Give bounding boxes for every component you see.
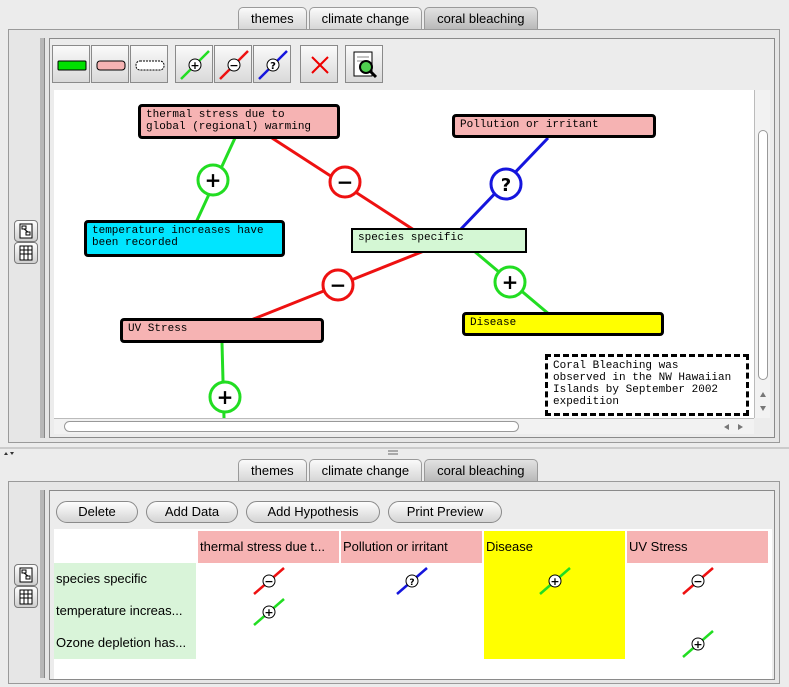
svg-text:+: + <box>264 606 273 619</box>
splitter-handle[interactable] <box>40 490 45 678</box>
diagram-view-button[interactable] <box>14 564 38 586</box>
svg-text:?: ? <box>501 175 511 196</box>
svg-text:−: − <box>337 170 354 194</box>
negative-link-cell-icon[interactable]: − <box>252 566 286 596</box>
positive-link-marker[interactable]: + <box>208 380 242 414</box>
unknown-link-button[interactable]: ? <box>253 45 291 83</box>
white-bar-icon <box>135 60 165 71</box>
positive-link-cell-icon[interactable]: + <box>538 566 572 596</box>
negative-link-cell-icon[interactable]: − <box>681 566 715 596</box>
inspect-button[interactable] <box>345 45 383 83</box>
table-view-icon <box>19 245 33 261</box>
minus-link-icon: − <box>219 50 249 80</box>
negative-link-button[interactable]: − <box>214 45 252 83</box>
pink-bar-icon <box>96 60 126 71</box>
diagram-view-icon <box>19 567 33 583</box>
positive-link-marker[interactable]: + <box>493 265 527 299</box>
table-pane: themes climate change coral bleaching De… <box>0 450 789 687</box>
negative-link-marker[interactable]: − <box>328 165 362 199</box>
diagram-view-icon <box>19 223 33 239</box>
table-view-icon <box>19 589 33 605</box>
question-link-icon: ? <box>258 50 288 80</box>
column-header[interactable]: thermal stress due t... <box>198 531 339 563</box>
tab-climate-change[interactable]: climate change <box>308 459 423 481</box>
delete-button[interactable] <box>300 45 338 83</box>
print-preview-button[interactable]: Print Preview <box>388 501 502 523</box>
bottom-tab-bar: themes climate change coral bleaching <box>238 459 540 481</box>
column-header[interactable]: Pollution or irritant <box>341 531 482 563</box>
diagram-canvas[interactable]: + − ? − + + thermal st <box>54 90 754 418</box>
svg-text:+: + <box>502 270 519 294</box>
splitter-handle[interactable] <box>40 38 45 438</box>
node-pollution[interactable]: Pollution or irritant <box>452 114 656 138</box>
svg-text:?: ? <box>409 578 414 588</box>
pane-divider[interactable] <box>0 446 789 458</box>
node-thermal-stress[interactable]: thermal stress due to global (regional) … <box>138 104 340 139</box>
annotation-note[interactable]: Coral Bleaching was observed in the NW H… <box>545 354 749 416</box>
vertical-scrollbar[interactable] <box>754 90 770 418</box>
table-view-button[interactable] <box>14 242 38 264</box>
table-view-button[interactable] <box>14 586 38 608</box>
node-species-specific[interactable]: species specific <box>351 228 527 253</box>
add-hypothesis-button[interactable]: Add Hypothesis <box>246 501 380 523</box>
splitter-grip-icon <box>0 447 789 455</box>
node-uv-stress[interactable]: UV Stress <box>120 318 324 343</box>
pink-link-type-button[interactable] <box>91 45 129 83</box>
diagram-panel: + − ? + − <box>49 38 775 438</box>
positive-link-cell-icon[interactable]: + <box>681 629 715 659</box>
plain-link-type-button[interactable] <box>130 45 168 83</box>
svg-text:−: − <box>229 59 238 72</box>
green-link-type-button[interactable] <box>52 45 90 83</box>
table-frame: Delete Add Data Add Hypothesis Print Pre… <box>8 481 780 684</box>
svg-text:+: + <box>693 638 702 651</box>
table-panel: Delete Add Data Add Hypothesis Print Pre… <box>49 490 775 680</box>
vertical-scroll-thumb[interactable] <box>758 130 768 380</box>
positive-link-cell-icon[interactable]: + <box>252 597 286 627</box>
row-header[interactable]: temperature increas... <box>54 595 196 627</box>
delete-button[interactable]: Delete <box>56 501 138 523</box>
positive-link-button[interactable]: + <box>175 45 213 83</box>
magnifier-document-icon <box>353 51 378 79</box>
svg-text:?: ? <box>270 61 276 72</box>
diagram-view-button[interactable] <box>14 220 38 242</box>
plus-link-icon: + <box>180 50 210 80</box>
link-layer: + − ? − + + <box>191 136 551 418</box>
scroll-arrows-icon[interactable] <box>720 419 750 435</box>
horizontal-scroll-thumb[interactable] <box>64 421 519 432</box>
red-x-icon <box>311 56 329 74</box>
relationship-table: thermal stress due t... Pollution or irr… <box>54 529 772 679</box>
tab-themes[interactable]: themes <box>238 459 307 481</box>
node-disease[interactable]: Disease <box>462 312 664 336</box>
scroll-arrows-icon[interactable] <box>755 388 771 416</box>
row-header[interactable]: Ozone depletion has... <box>54 627 196 659</box>
positive-link-marker[interactable]: + <box>196 163 230 197</box>
svg-text:+: + <box>217 385 234 409</box>
row-header[interactable]: species specific <box>54 563 196 595</box>
tab-coral-bleaching[interactable]: coral bleaching <box>424 7 538 29</box>
top-tab-bar: themes climate change coral bleaching <box>238 7 540 29</box>
unknown-link-cell-icon[interactable]: ? <box>395 566 429 596</box>
svg-text:−: − <box>693 575 702 588</box>
diagram-pane: themes climate change coral bleaching <box>8 7 780 443</box>
horizontal-scrollbar[interactable] <box>54 418 754 434</box>
negative-link-marker[interactable]: − <box>321 268 355 302</box>
tab-coral-bleaching[interactable]: coral bleaching <box>424 459 538 481</box>
diagram-frame: + − ? + − <box>8 29 780 443</box>
node-temperature-increases[interactable]: temperature increases have been recorded <box>84 220 285 257</box>
column-header[interactable]: Disease <box>484 531 625 563</box>
svg-text:+: + <box>205 168 222 192</box>
add-data-button[interactable]: Add Data <box>146 501 238 523</box>
tab-climate-change[interactable]: climate change <box>308 7 423 29</box>
tab-themes[interactable]: themes <box>238 7 307 29</box>
svg-text:+: + <box>190 59 199 72</box>
svg-text:−: − <box>264 575 273 588</box>
svg-text:−: − <box>330 273 347 297</box>
green-bar-icon <box>57 60 87 71</box>
svg-text:+: + <box>550 575 559 588</box>
column-header[interactable]: UV Stress <box>627 531 768 563</box>
unknown-link-marker[interactable]: ? <box>489 167 523 201</box>
